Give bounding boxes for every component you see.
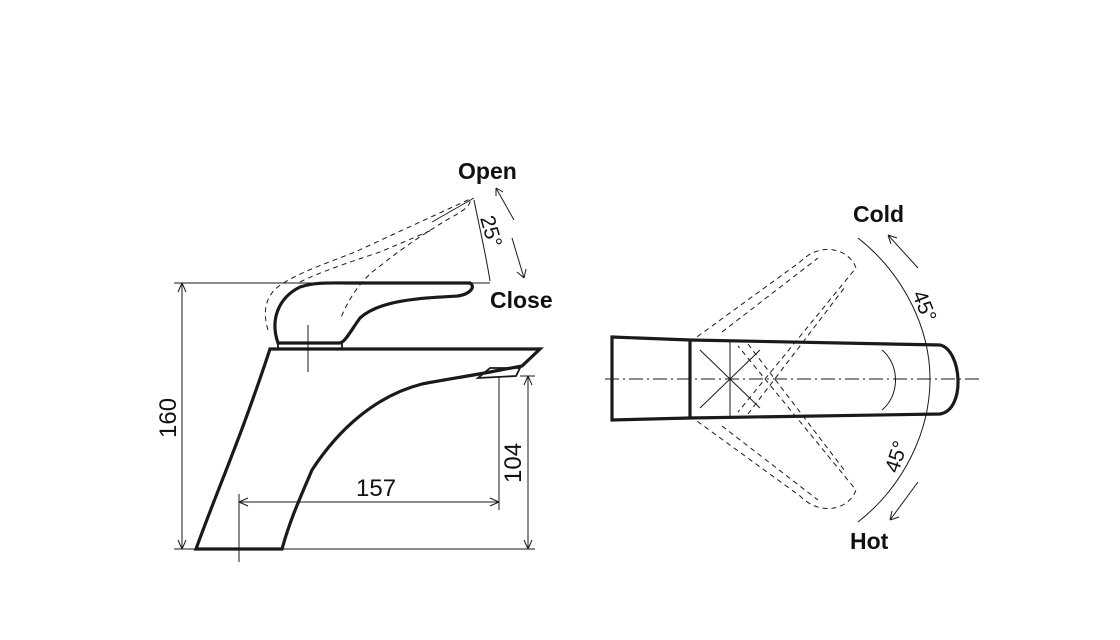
top-view-lever-cold-dashed [689, 249, 857, 413]
label-cold: Cold [853, 201, 904, 227]
open-arrow [495, 187, 515, 221]
label-cold-angle: 45° [907, 287, 940, 325]
label-close: Close [490, 287, 553, 313]
hot-arrow [889, 481, 919, 521]
faucet-body-outline [193, 347, 545, 551]
label-dimension-104: 104 [500, 443, 527, 483]
label-dimension-160: 160 [155, 398, 182, 438]
lever-base [277, 342, 343, 350]
label-dimension-157: 157 [356, 475, 396, 502]
lever-axis-open [431, 197, 475, 223]
label-lever-angle: 25° [475, 213, 506, 250]
label-hot: Hot [850, 528, 889, 554]
lever-angle-arc [473, 199, 491, 282]
top-view-lever-cold-dashed-inner [721, 257, 846, 415]
lever-open-dashed-inner [299, 229, 433, 283]
top-view: Cold Hot 45° 45° [605, 201, 980, 554]
top-view-body [610, 335, 960, 422]
label-hot-angle: 45° [881, 438, 913, 475]
dimension-spout-reach [238, 494, 500, 562]
dimension-spout-height [282, 375, 535, 550]
top-view-lever-hot-dashed-inner [721, 343, 846, 501]
label-open: Open [458, 158, 517, 184]
top-view-cartridge-mark [699, 340, 761, 418]
top-view-rotation-arc [857, 237, 931, 523]
lever-closed [273, 281, 474, 345]
top-view-lever-hot-dashed [689, 345, 857, 509]
cold-arrow [887, 234, 919, 269]
lever-open-dashed [264, 198, 471, 331]
side-view: Open Close 25° 160 157 104 [155, 158, 553, 562]
spout-outlet [475, 367, 522, 380]
close-arrow [511, 237, 527, 279]
top-view-handle-tip [881, 349, 896, 411]
dimension-overall-height [174, 282, 472, 550]
